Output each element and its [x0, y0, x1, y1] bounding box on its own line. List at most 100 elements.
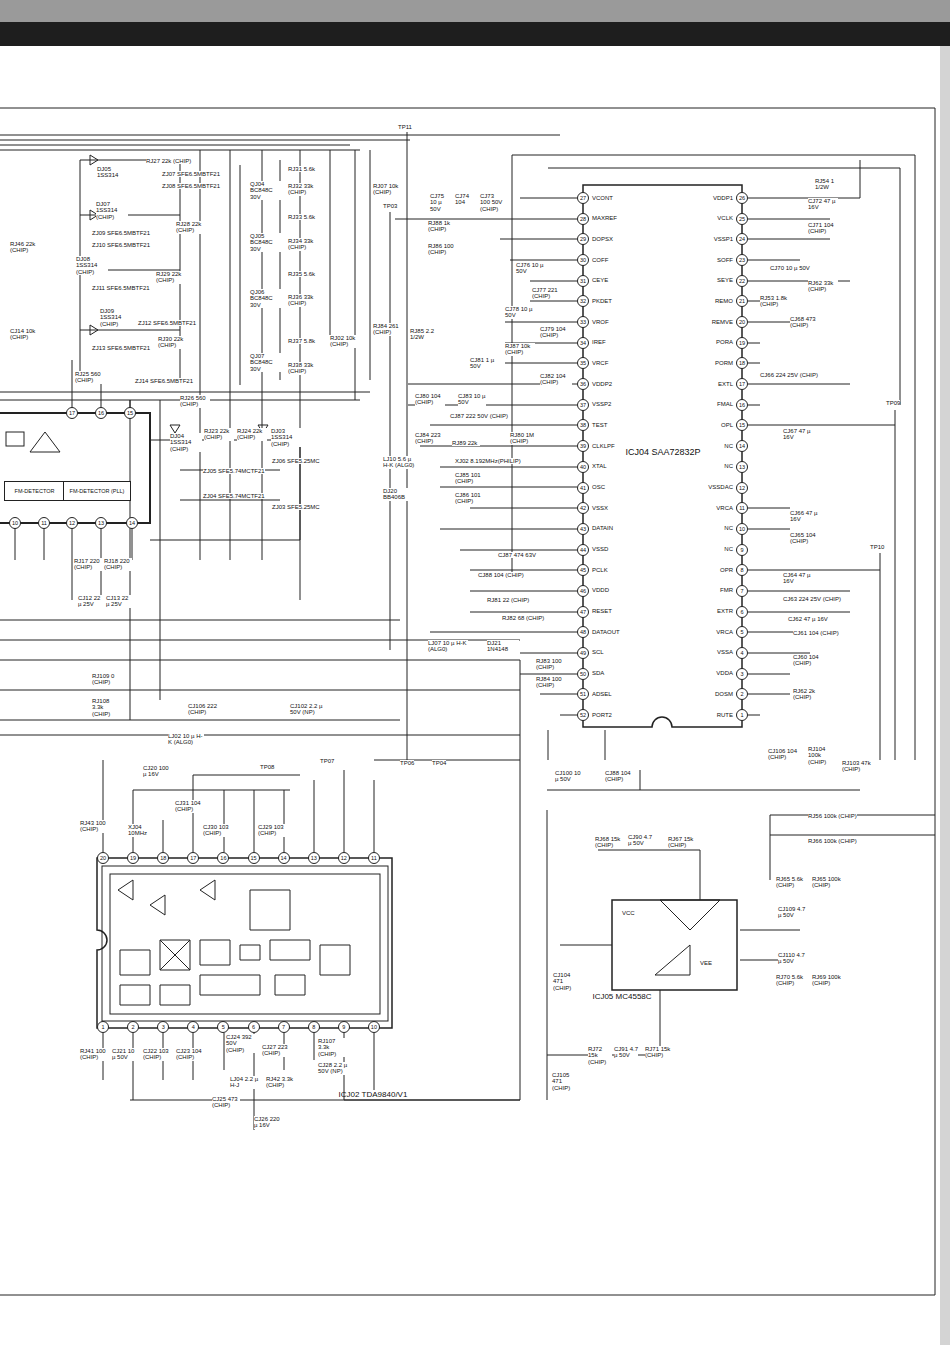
block-box: FM-DETECTOR: [4, 481, 65, 501]
pin-number: 15: [248, 852, 260, 864]
pin-number: 31: [577, 275, 589, 287]
pin-number: 16: [217, 852, 229, 864]
component-label: CJ71 104 (CHIP): [808, 222, 838, 235]
pin-name: PORT2: [592, 712, 612, 719]
pin-number: 6: [248, 1021, 260, 1033]
pin-name: DATAOUT: [592, 629, 620, 636]
test-point-label: TP10: [870, 544, 884, 550]
pin-number: 9: [338, 1021, 350, 1033]
pin-number: 20: [736, 316, 748, 328]
component-label: CJ80 104 (CHIP): [415, 393, 445, 406]
component-label: CJ23 104 (CHIP): [176, 1048, 204, 1061]
pin-name: VDDD: [592, 587, 609, 594]
component-label: CJ67 47 µ 16V: [783, 428, 813, 441]
component-label: CJ72 47 µ 16V: [808, 198, 838, 211]
pin-name: SOFF: [717, 257, 733, 264]
component-label: LJ07 10 µ H-K (ALG0): [428, 640, 468, 653]
pin-number: 14: [278, 852, 290, 864]
component-label: QJ04 BC848C 30V: [250, 181, 282, 200]
component-label: RJ31 5.6k: [288, 166, 318, 172]
component-label: RJ83 100 (CHIP): [536, 658, 568, 671]
pin-number: 33: [577, 316, 589, 328]
component-label: RJ17 220 (CHIP): [74, 558, 102, 571]
pin-number: 48: [577, 626, 589, 638]
component-label: RJ84 100 (CHIP): [536, 676, 568, 689]
component-label: RJ32 33k (CHIP): [288, 183, 318, 196]
component-label: XJ04 10MHz: [128, 824, 158, 837]
component-label: RJ88 1k (CHIP): [428, 220, 458, 233]
component-label: CJ75 10 µ 50V: [430, 193, 452, 212]
ic-name: ICJ02 TDA9840/V1: [333, 1090, 413, 1099]
component-label: DJ03 1SS314 (CHIP): [271, 428, 303, 447]
component-label: ZJ04 SFE5.74MCTF21: [203, 493, 265, 499]
component-label: CJ25 473 (CHIP): [212, 1096, 240, 1109]
pin-number: 11: [368, 852, 380, 864]
component-label: RJ02 10k (CHIP): [330, 335, 360, 348]
pin-number: 10: [9, 517, 21, 529]
pin-number: 7: [736, 585, 748, 597]
pin-name: DOSM: [715, 691, 733, 698]
pin-number: 27: [577, 192, 589, 204]
pin-number: 39: [577, 440, 589, 452]
pin-number: 12: [736, 482, 748, 494]
component-label: CJ109 4.7 µ 50V: [778, 906, 808, 919]
component-label: DJ07 1SS314 (CHIP): [96, 201, 128, 220]
component-label: CJ104 471 (CHIP): [553, 972, 579, 991]
component-label: CJ110 4.7 µ 50V: [778, 952, 808, 965]
pin-number: 24: [736, 233, 748, 245]
pin-name: CEYE: [592, 277, 608, 284]
component-label: RJ28 22k (CHIP): [176, 221, 206, 234]
pin-number: 13: [308, 852, 320, 864]
component-label: DJ20 BB406B: [383, 488, 413, 501]
component-label: RJ24 22k (CHIP): [237, 428, 267, 441]
component-label: LJ10 5.6 µ H-K (ALG0): [383, 456, 415, 469]
component-label: QJ05 BC848C 30V: [250, 233, 282, 252]
pin-number: 38: [577, 419, 589, 431]
pin-number: 2: [736, 688, 748, 700]
component-label: ZJ06 SFE5.25MC: [272, 458, 320, 464]
pin-name: NC: [724, 546, 733, 553]
component-label: CJ73 100 50V (CHIP): [480, 193, 504, 212]
pin-name: VSSDAC: [708, 484, 733, 491]
pin-number: 43: [577, 523, 589, 535]
pin-number: 1: [736, 709, 748, 721]
pin-number: 10: [736, 523, 748, 535]
component-label: ZJ11 SFE6.5MBTF21: [92, 285, 150, 291]
component-label: RJ70 5.6k (CHIP): [776, 974, 806, 987]
pin-name: SCL: [592, 649, 604, 656]
pin-name: VSSD: [592, 546, 608, 553]
component-label: RJ72 15k (CHIP): [588, 1046, 612, 1065]
component-label: CJ102 2.2 µ 50V (NP): [290, 703, 330, 716]
ic-name: ICJ04 SAA72832P: [618, 447, 708, 457]
pin-number: 22: [736, 275, 748, 287]
pin-number: 46: [577, 585, 589, 597]
component-label: RJ81 22 (CHIP): [487, 597, 529, 603]
component-label: QJ07 BC848C 30V: [250, 353, 282, 372]
component-label: RJ65 5.6k (CHIP): [776, 876, 806, 889]
pin-number: 10: [368, 1021, 380, 1033]
component-label: RJ67 15k (CHIP): [668, 836, 696, 849]
pin-name: SEYE: [717, 277, 733, 284]
pin-number: 15: [736, 419, 748, 431]
pin-name: MAXREF: [592, 215, 617, 222]
pin-name: NC: [724, 525, 733, 532]
component-label: CJ88 104 (CHIP): [478, 572, 524, 578]
component-label: RJ23 22k (CHIP): [204, 428, 234, 441]
pin-number: 37: [577, 399, 589, 411]
component-label: RJ107 3.3k (CHIP): [318, 1038, 348, 1057]
pin-name: VDDA: [716, 670, 733, 677]
component-label: RJ26 560 (CHIP): [180, 395, 210, 408]
component-label: RJ46 22k (CHIP): [10, 241, 40, 254]
component-label: RJ54 1 1/2W: [815, 178, 843, 191]
component-label: CJ60 104 (CHIP): [793, 654, 823, 667]
component-label: RJ66 100k (CHIP): [808, 838, 857, 844]
pin-number: 45: [577, 564, 589, 576]
ic-name: ICJ05 MC4558C: [587, 992, 657, 1001]
pin-name: VSSP2: [592, 401, 611, 408]
test-point-label: TP03: [383, 203, 397, 209]
pin-number: 8: [308, 1021, 320, 1033]
component-label: ZJ10 SFE6.5MBTF21: [92, 242, 150, 248]
component-label: CJ85 101 (CHIP): [455, 472, 485, 485]
pin-number: 6: [736, 606, 748, 618]
component-label: RJ84 261 (CHIP): [373, 323, 403, 336]
